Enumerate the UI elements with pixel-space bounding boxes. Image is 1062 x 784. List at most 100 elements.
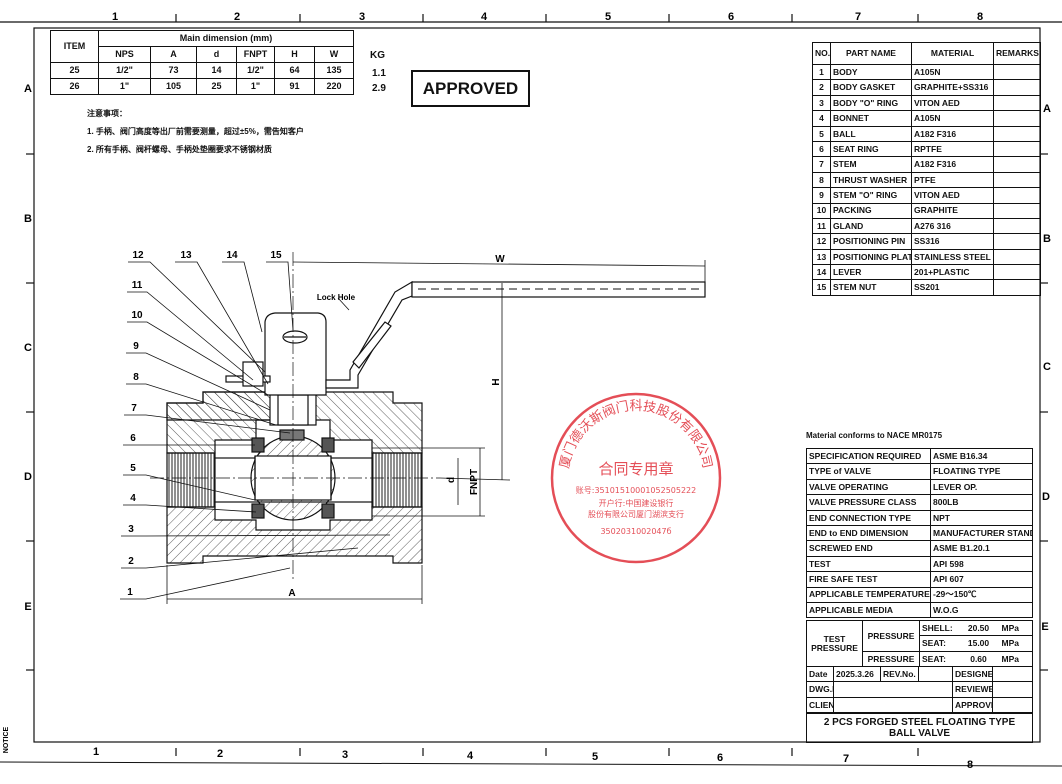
client-value bbox=[833, 696, 953, 714]
seal-bank: 开户行:中国建设银行股份有限公司厦门湖滨支行 bbox=[588, 498, 684, 519]
dim-cell: 1/2" bbox=[236, 62, 275, 79]
dim-cell: 1/2" bbox=[98, 62, 151, 79]
spec-label-cell: APPLICABLE TEMPERATURE bbox=[806, 586, 931, 603]
part-no-cell: 4 bbox=[812, 110, 831, 127]
approved-value bbox=[992, 696, 1033, 714]
designed-label: DESIGNED bbox=[952, 665, 993, 683]
part-no-cell: 1 bbox=[812, 63, 831, 81]
dim-column-header: FNPT bbox=[236, 46, 275, 63]
col-label: 7 bbox=[843, 753, 849, 765]
dim-cell: 91 bbox=[274, 78, 315, 95]
spec-value-cell: MANUFACTURER STANDARD bbox=[930, 524, 1033, 542]
approved-stamp: APPROVED bbox=[411, 70, 530, 107]
col-label: 3 bbox=[359, 11, 365, 23]
material-cell: A105N bbox=[911, 63, 994, 81]
col-label: 8 bbox=[977, 11, 983, 23]
spec-label-cell: TYPE of VALVE bbox=[806, 463, 931, 480]
spec-label-cell: SPECIFICATION REQUIRED bbox=[806, 447, 931, 465]
shell-label: SHELL: bbox=[919, 619, 958, 637]
remarks-cell bbox=[993, 187, 1041, 204]
spec-value-cell: LEVER OP. bbox=[930, 478, 1033, 496]
reviewed-label: REVIEWED bbox=[952, 681, 993, 698]
shell-unit: MPa bbox=[999, 619, 1033, 637]
dim-column-header: W bbox=[313, 46, 355, 63]
nace-note: Material conforms to NACE MR0175 bbox=[806, 431, 943, 440]
dim-cell: 25 bbox=[196, 78, 237, 95]
remarks-cell bbox=[993, 202, 1041, 219]
side-label: NOTICE bbox=[3, 726, 10, 753]
remarks-cell bbox=[993, 233, 1041, 250]
seal-code: 3502031002047б bbox=[600, 527, 671, 536]
approved-label: APPROVED bbox=[952, 696, 993, 714]
part-number-label: 12 bbox=[132, 250, 144, 261]
part-number-label: 8 bbox=[133, 372, 139, 383]
kg-header: KG bbox=[370, 50, 385, 61]
seal-center-text: 合同专用章 bbox=[598, 460, 673, 478]
material-cell: STAINLESS STEEL bbox=[911, 248, 994, 266]
material-cell: A182 F316 bbox=[911, 156, 994, 173]
part-number-label: 3 bbox=[128, 524, 134, 535]
part-number-label: 1 bbox=[127, 587, 133, 598]
rev-label: REV.No. bbox=[880, 665, 919, 683]
pressure-label: PRESSURE bbox=[862, 620, 920, 652]
dim-cell: 1" bbox=[236, 78, 275, 95]
spec-value-cell: -29～150℃ bbox=[930, 586, 1033, 603]
drawing-labels: 12 13 14 15 11 10 9 8 7 6 5 4 3 2 1 Lock… bbox=[127, 250, 505, 599]
dwg-value bbox=[833, 681, 953, 698]
material-cell: SS316 bbox=[911, 233, 994, 250]
client-label: CLIENT bbox=[806, 696, 834, 714]
row-label: B bbox=[24, 213, 32, 225]
remarks-cell bbox=[993, 79, 1041, 96]
test-pressure-table: TEST PRESSURE PRESSURE SHELL: 20.50 MPa … bbox=[806, 619, 1033, 668]
remarks-cell bbox=[993, 63, 1041, 81]
dim-cell: 64 bbox=[274, 62, 315, 79]
col-label: 5 bbox=[605, 11, 611, 23]
remarks-cell bbox=[993, 279, 1041, 296]
part-number-label: 13 bbox=[180, 250, 192, 261]
part-name-cell: BODY "O" RING bbox=[830, 94, 912, 112]
dim-label-d: d bbox=[446, 477, 457, 483]
remarks-cell bbox=[993, 140, 1041, 158]
main-dimension-header: Main dimension (mm) bbox=[97, 30, 355, 47]
spec-label-cell: VALVE PRESSURE CLASS bbox=[806, 494, 931, 511]
item-header: ITEM bbox=[50, 30, 99, 63]
part-name-cell: STEM NUT bbox=[830, 279, 912, 296]
part-number-label: 2 bbox=[128, 556, 134, 567]
part-no-cell: 9 bbox=[812, 187, 831, 204]
kg-value: 2.9 bbox=[372, 83, 386, 94]
material-cell: A276 316 bbox=[911, 217, 994, 235]
date-value: 2025.3.26 bbox=[833, 665, 881, 683]
part-no-cell: 6 bbox=[812, 140, 831, 158]
material-cell: GRAPHITE+SS316 bbox=[911, 79, 994, 96]
grid-ticks bbox=[26, 14, 1048, 756]
part-no-cell: 8 bbox=[812, 171, 831, 189]
col-label: 2 bbox=[217, 748, 223, 760]
part-name-cell: BONNET bbox=[830, 110, 912, 127]
remarks-cell bbox=[993, 156, 1041, 173]
dim-label-h: H bbox=[491, 378, 502, 385]
remarks-cell bbox=[993, 217, 1041, 235]
part-number-label: 6 bbox=[130, 433, 136, 444]
part-no-cell: 5 bbox=[812, 125, 831, 142]
part-number-label: 10 bbox=[131, 310, 143, 321]
material-cell: RPTFE bbox=[911, 140, 994, 158]
note-item: 2. 所有手柄、阀杆螺母、手柄处垫圈要求不锈钢材质 bbox=[87, 145, 272, 154]
row-label: C bbox=[1043, 361, 1051, 373]
dim-label-a: A bbox=[288, 588, 295, 599]
row-label: B bbox=[1043, 233, 1051, 245]
dim-column-header: NPS bbox=[98, 46, 151, 63]
spec-value-cell: W.O.G bbox=[930, 601, 1033, 619]
col-label: 3 bbox=[342, 749, 348, 761]
part-no-cell: 12 bbox=[812, 233, 831, 250]
